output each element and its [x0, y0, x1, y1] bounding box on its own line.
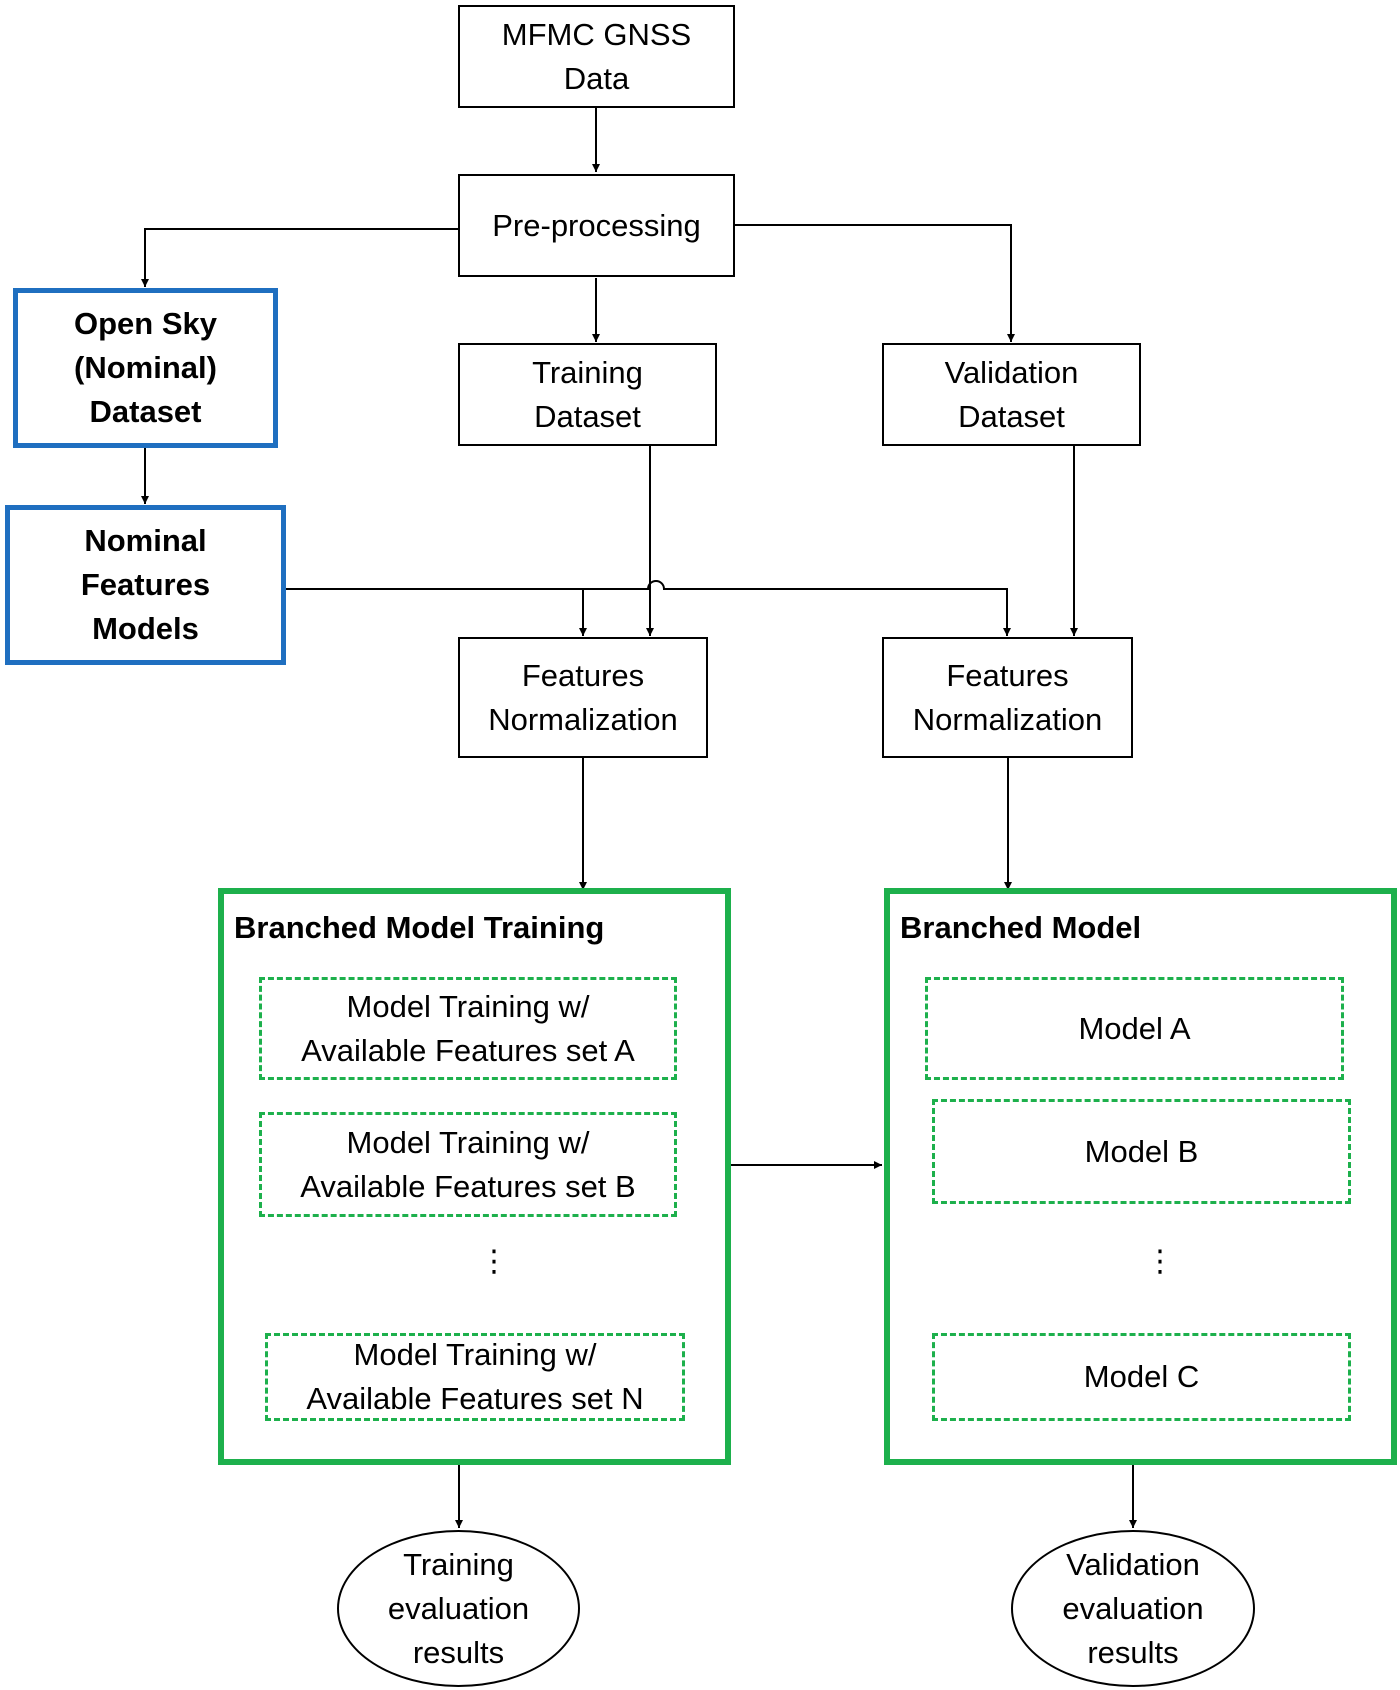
features-normalization-training-box: Features Normalization	[458, 637, 708, 758]
preprocessing-box: Pre-processing	[458, 174, 735, 277]
norm-val-line-2: Normalization	[912, 701, 1103, 737]
arrow-preprocessing-to-validation	[735, 224, 1015, 342]
validation-evaluation-results: Validation evaluation results	[1011, 1530, 1255, 1687]
nominal-models-line-2: Features	[80, 567, 211, 602]
branched-model-group: Branched Model	[884, 888, 1397, 1465]
training-dataset-line-1: Training	[532, 354, 643, 390]
norm-train-line-1: Features	[521, 657, 645, 693]
validation-results-line-1: Validation	[1066, 1546, 1200, 1582]
training-results-line-2: evaluation	[387, 1590, 530, 1626]
training-item-a-line-2: Available Features set A	[301, 1032, 635, 1068]
branched-model-training-group: Branched Model Training	[218, 888, 731, 1465]
arrow-preprocessing-to-opensky	[141, 228, 458, 287]
training-item-n-line-2: Available Features set N	[306, 1381, 644, 1416]
open-sky-dataset-box: Open Sky (Nominal) Dataset	[13, 288, 278, 448]
model-item-a: Model A	[925, 977, 1344, 1080]
mfmc-gnss-data-line-2: Data	[563, 60, 630, 96]
validation-dataset-line-2: Dataset	[958, 398, 1065, 434]
open-sky-line-2: (Nominal)	[74, 350, 217, 385]
training-item-b-line-2: Available Features set B	[300, 1168, 636, 1204]
mfmc-gnss-data-box: MFMC GNSS Data	[458, 5, 735, 108]
preprocessing-label: Pre-processing	[492, 207, 701, 243]
training-dataset-box: Training Dataset	[458, 343, 717, 446]
branched-model-title: Branched Model	[900, 910, 1142, 945]
nominal-features-models-box: Nominal Features Models	[5, 505, 286, 665]
training-results-line-3: results	[412, 1634, 505, 1670]
model-item-c: Model C	[932, 1333, 1351, 1421]
open-sky-line-3: Dataset	[89, 394, 202, 429]
open-sky-line-1: Open Sky	[74, 306, 217, 341]
training-results-line-1: Training	[403, 1546, 514, 1582]
nominal-models-line-3: Models	[92, 611, 199, 646]
model-items-ellipsis: ⋮	[1145, 1245, 1175, 1278]
model-item-b: Model B	[932, 1099, 1351, 1204]
branched-model-training-title: Branched Model Training	[234, 910, 605, 945]
training-items-ellipsis: ⋮	[479, 1245, 509, 1278]
training-evaluation-results: Training evaluation results	[337, 1530, 580, 1687]
norm-val-line-1: Features	[946, 657, 1069, 693]
mfmc-gnss-data-line-1: MFMC GNSS	[501, 16, 692, 52]
training-item-set-b: Model Training w/ Available Features set…	[259, 1112, 677, 1217]
features-normalization-validation-box: Features Normalization	[882, 637, 1133, 758]
validation-dataset-line-1: Validation	[944, 354, 1079, 390]
training-item-b-line-1: Model Training w/	[346, 1124, 590, 1160]
model-c-label: Model C	[1083, 1359, 1200, 1394]
training-item-set-n: Model Training w/ Available Features set…	[265, 1333, 685, 1421]
nominal-models-line-1: Nominal	[84, 523, 207, 558]
training-item-set-a: Model Training w/ Available Features set…	[259, 977, 677, 1080]
model-b-label: Model B	[1084, 1133, 1199, 1169]
validation-results-line-3: results	[1087, 1634, 1179, 1670]
norm-train-line-2: Normalization	[488, 701, 678, 737]
model-a-label: Model A	[1078, 1010, 1191, 1046]
training-dataset-line-2: Dataset	[534, 398, 641, 434]
validation-results-line-2: evaluation	[1062, 1590, 1204, 1626]
line-nominal-to-normalizers	[286, 580, 1011, 636]
training-item-a-line-1: Model Training w/	[346, 988, 590, 1024]
training-item-n-line-1: Model Training w/	[353, 1337, 597, 1372]
validation-dataset-box: Validation Dataset	[882, 343, 1141, 446]
